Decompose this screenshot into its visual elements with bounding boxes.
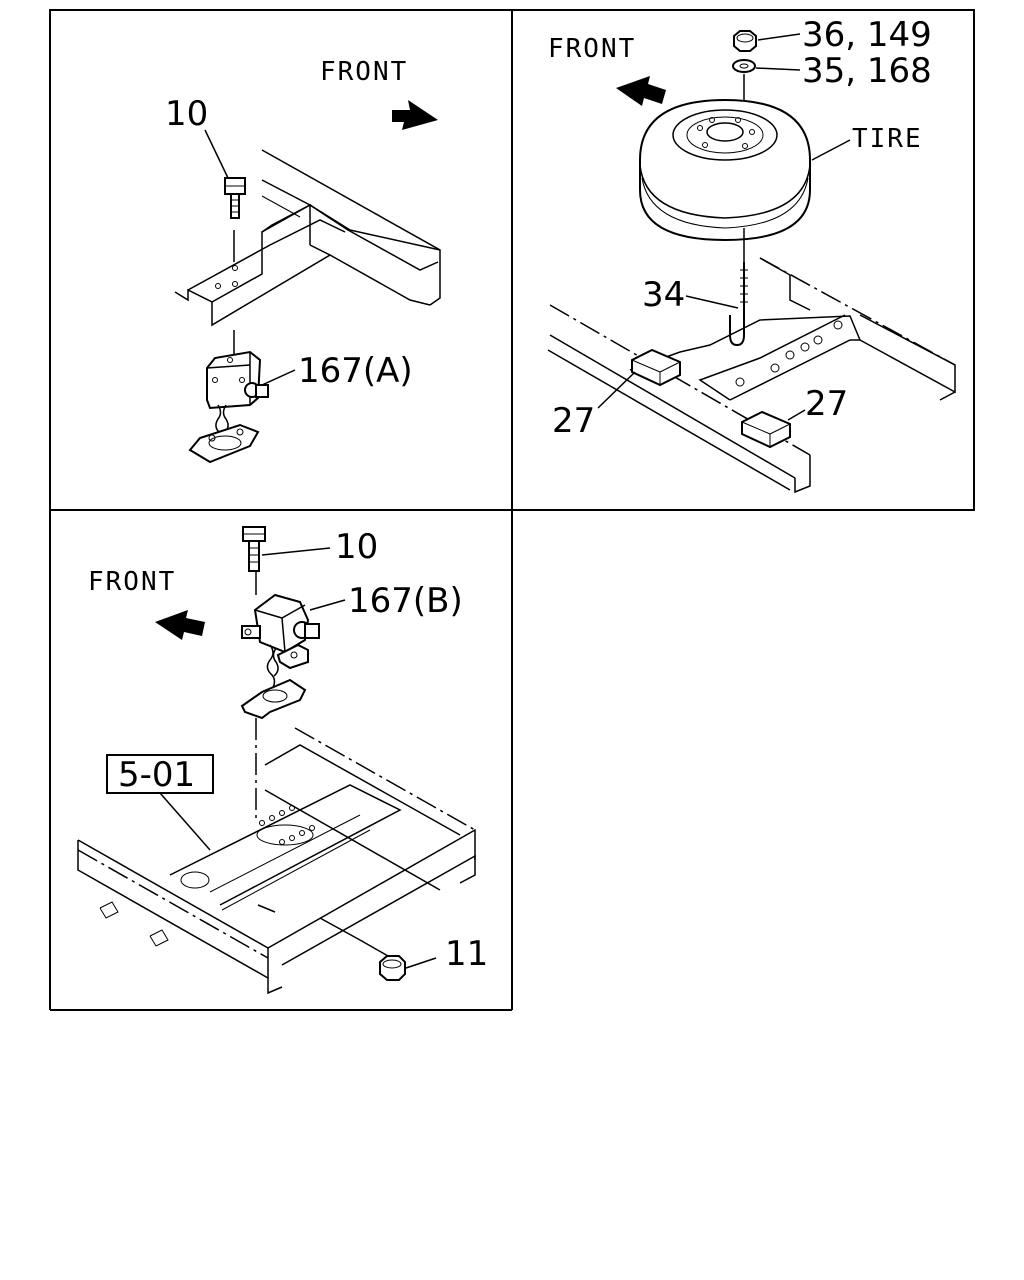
panel-top-right: FRONT 36, 149 35, 168 [547, 15, 956, 494]
panel-borders [49, 9, 975, 1011]
hook-icon [729, 262, 748, 347]
front-arrow-icon [155, 610, 205, 640]
callout-10-bottom: 10 [335, 527, 378, 567]
nut-icon [733, 30, 757, 52]
nut-icon [379, 955, 406, 981]
reference-5-01: 5-01 [118, 755, 195, 795]
lock-icon [188, 350, 269, 464]
tire-icon [639, 98, 811, 242]
callout-27-left: 27 [552, 401, 595, 441]
frame-icon [77, 727, 476, 995]
callout-167a: 167(A) [298, 351, 413, 391]
panel-bottom-left: FRONT 10 [77, 526, 488, 995]
bolt-icon [242, 526, 266, 572]
callout-34: 34 [642, 275, 685, 315]
washer-icon [732, 59, 756, 73]
callout-10: 10 [165, 94, 208, 134]
callout-35-168: 35, 168 [802, 51, 932, 91]
front-label-right: FRONT [548, 34, 636, 64]
front-label-bottom: FRONT [88, 567, 176, 597]
frame-icon [174, 149, 441, 355]
pad-left-icon [631, 348, 681, 387]
callout-167b: 167(B) [348, 581, 463, 621]
bolt-icon [224, 177, 246, 219]
panel-top-left: FRONT [165, 57, 441, 464]
front-arrow-icon [616, 76, 666, 106]
lock-icon [240, 593, 320, 720]
callout-36-149: 36, 149 [802, 15, 932, 55]
frame-icon [547, 257, 956, 494]
front-label: FRONT [320, 57, 408, 87]
callout-11: 11 [445, 934, 488, 974]
pad-right-icon [741, 410, 791, 449]
tire-label: TIRE [852, 124, 923, 154]
callout-27-right: 27 [805, 384, 848, 424]
front-arrow-icon [392, 100, 438, 130]
